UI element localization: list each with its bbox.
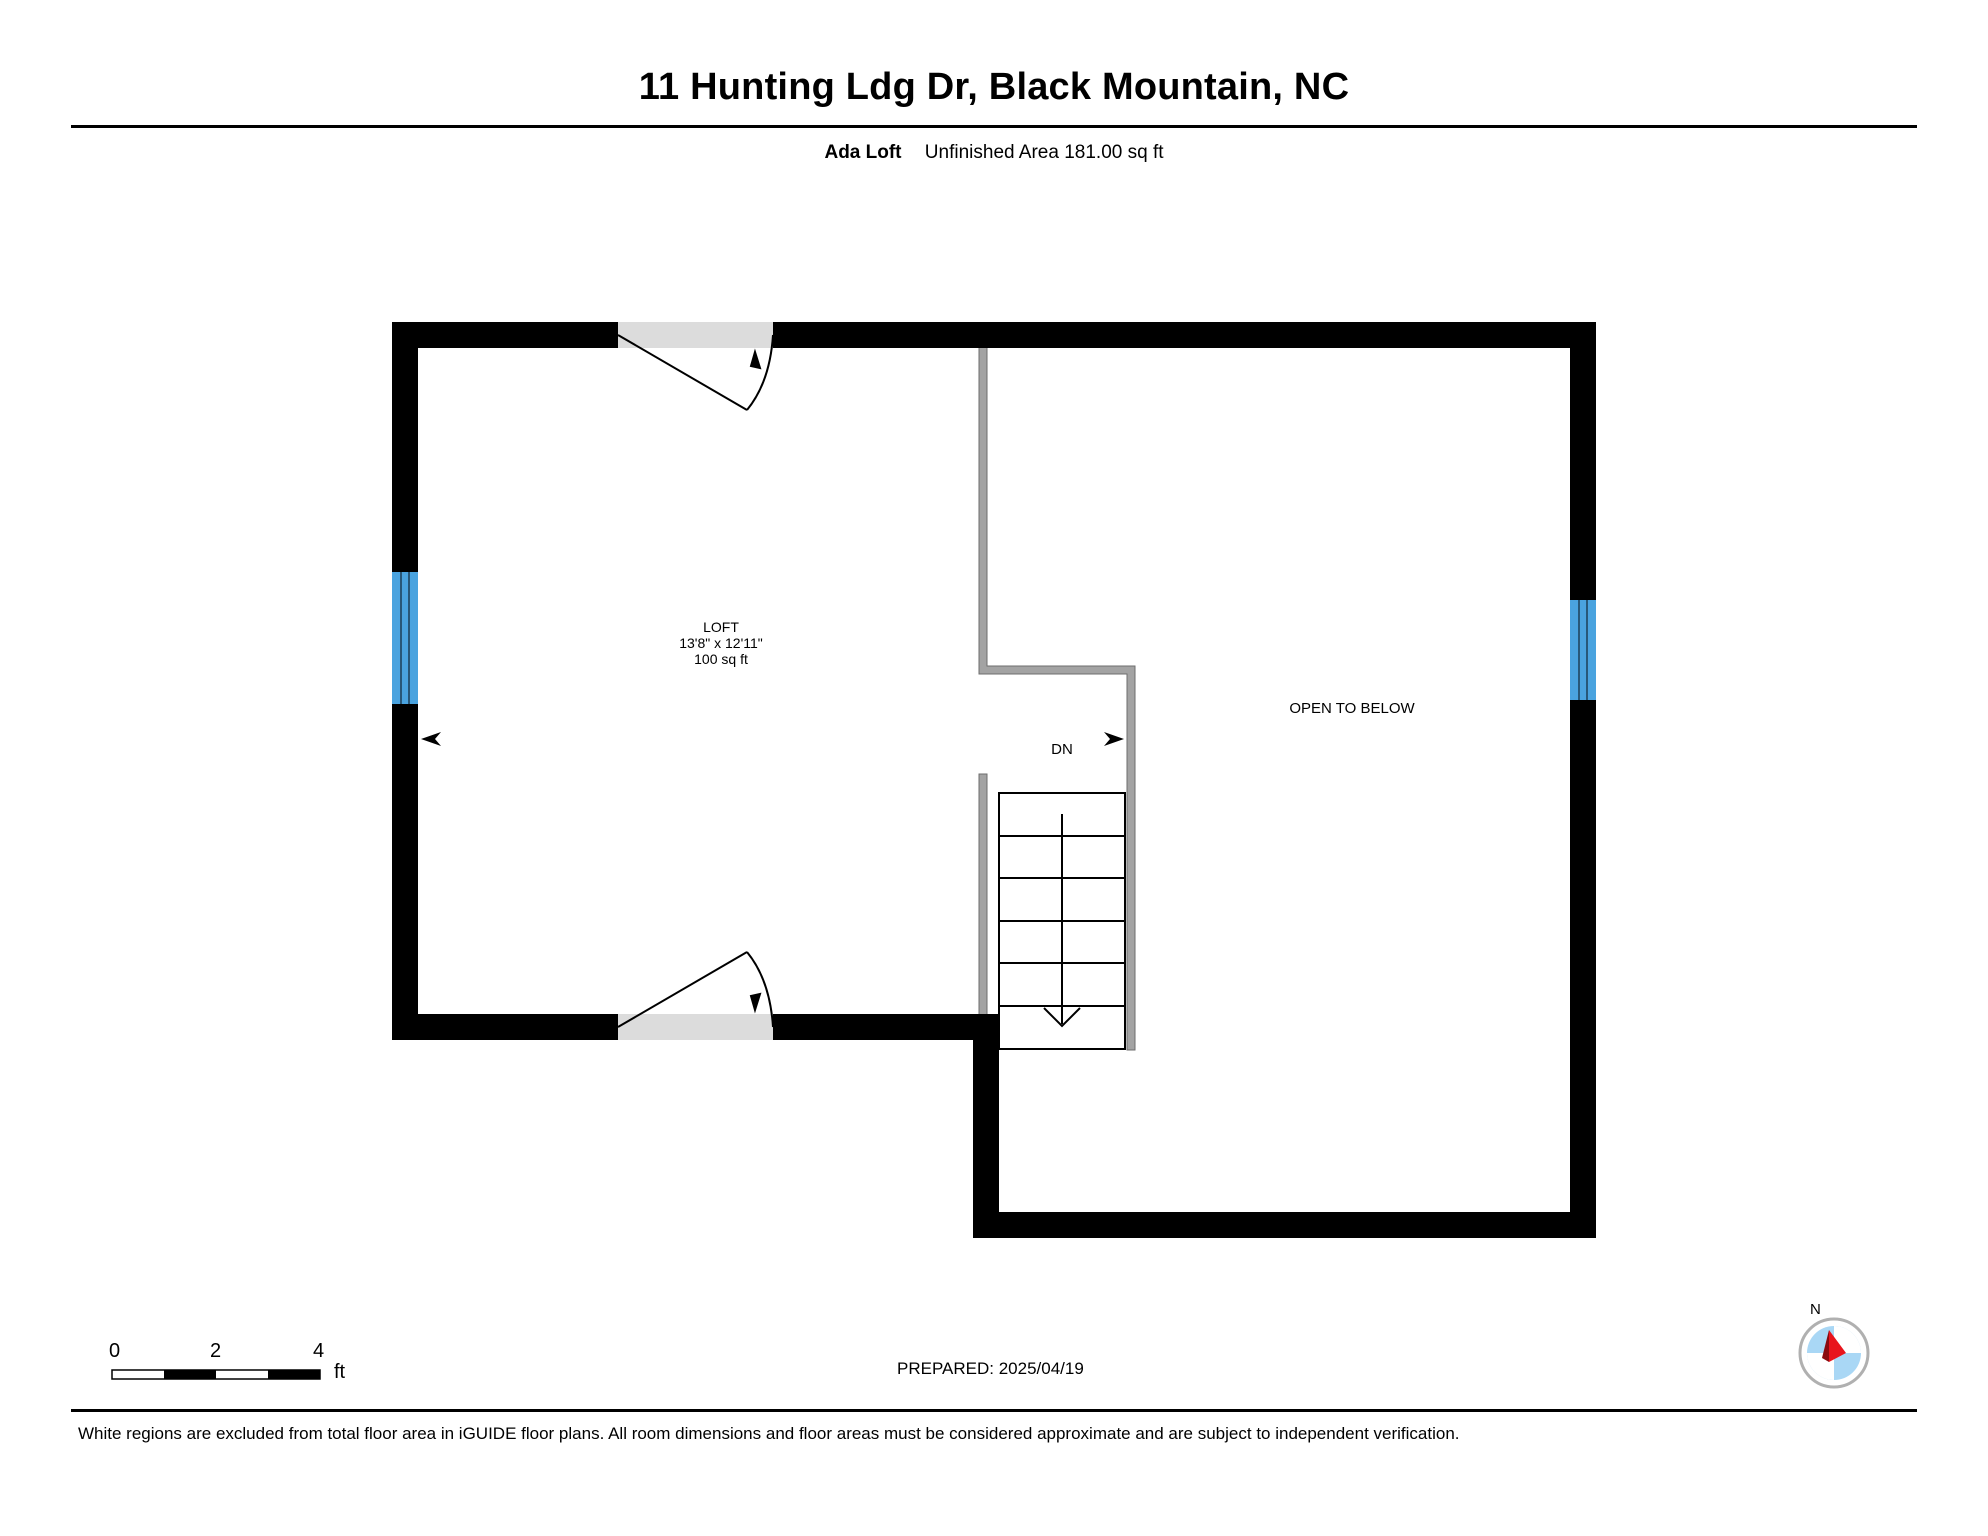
room-area-loft: 100 sq ft	[694, 651, 748, 667]
page-title: 11 Hunting Ldg Dr, Black Mountain, NC	[638, 66, 1350, 108]
compass-north-label: N	[1810, 1301, 1821, 1318]
header-rule	[71, 125, 1917, 128]
room-name-loft: LOFT	[703, 619, 739, 635]
footer-rule	[71, 1409, 1917, 1412]
scale-tick-0: 0	[109, 1340, 121, 1362]
level-name: Ada Loft	[824, 142, 902, 163]
stairs-down-label: DN	[1051, 741, 1073, 758]
scale-tick-2: 2	[210, 1340, 222, 1362]
door-opening-north	[618, 322, 773, 348]
scale-tick-4: 4	[313, 1340, 325, 1362]
area-summary: Unfinished Area 181.00 sq ft	[924, 142, 1164, 163]
scale-bar	[111, 1369, 321, 1380]
arrow-left-icon	[421, 732, 441, 746]
door-opening-south	[618, 1014, 773, 1040]
scale-unit: ft	[334, 1361, 346, 1383]
exterior-walls	[392, 322, 1596, 1238]
staircase	[998, 792, 1126, 1050]
open-to-below-label: OPEN TO BELOW	[1289, 700, 1415, 717]
disclaimer: White regions are excluded from total fl…	[78, 1424, 1460, 1443]
window-west	[392, 572, 418, 704]
window-east	[1570, 600, 1596, 700]
room-dimensions-loft: 13'8" x 12'11"	[679, 635, 763, 651]
compass-icon	[1798, 1317, 1870, 1389]
door-swing-south	[617, 951, 774, 1028]
arrow-right-icon	[1104, 732, 1124, 746]
door-swing-north	[617, 334, 774, 411]
railing	[978, 346, 1136, 1053]
prepared-date: PREPARED: 2025/04/19	[897, 1359, 1084, 1378]
floor-summary: Ada Loft Unfinished Area 181.00 sq ft	[0, 142, 1988, 164]
